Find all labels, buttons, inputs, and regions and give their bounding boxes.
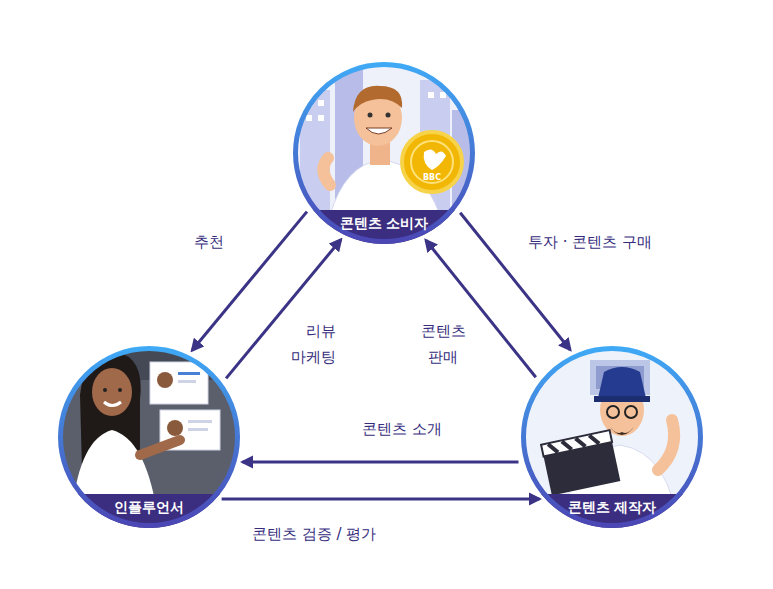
edge-label: 추천 xyxy=(194,229,254,255)
coin-mark: BBC xyxy=(423,173,441,182)
producer-illustration xyxy=(520,345,710,535)
edge-label: 콘텐츠 판매 xyxy=(412,318,474,371)
edge-label: 콘텐츠 소개 xyxy=(362,416,472,442)
influencer-illustration xyxy=(55,340,245,535)
node-title: 콘텐츠 제작자 xyxy=(568,500,657,515)
circle-ring xyxy=(61,349,238,526)
node-title: 인플루언서 xyxy=(114,500,184,515)
role-circle: 콘텐츠 소비자 xyxy=(293,62,475,244)
flow-arrow xyxy=(242,461,518,464)
flow-arrow xyxy=(226,240,341,379)
node-title: 콘텐츠 소비자 xyxy=(340,216,429,231)
flow-arrow xyxy=(192,212,307,351)
circle-ring xyxy=(524,349,701,526)
role-circle: 인플루언서 xyxy=(58,346,240,528)
role-circle: 콘텐츠 제작자 xyxy=(521,346,703,528)
edge-label: 콘텐츠 검증 / 평가 xyxy=(252,521,402,547)
consumer-illustration xyxy=(290,60,482,250)
edge-label: 투자 · 콘텐츠 구매 xyxy=(528,229,678,255)
circle-ring xyxy=(296,65,473,242)
flow-arrow xyxy=(222,498,540,501)
edge-label: 리뷰 마케팅 xyxy=(280,318,336,371)
